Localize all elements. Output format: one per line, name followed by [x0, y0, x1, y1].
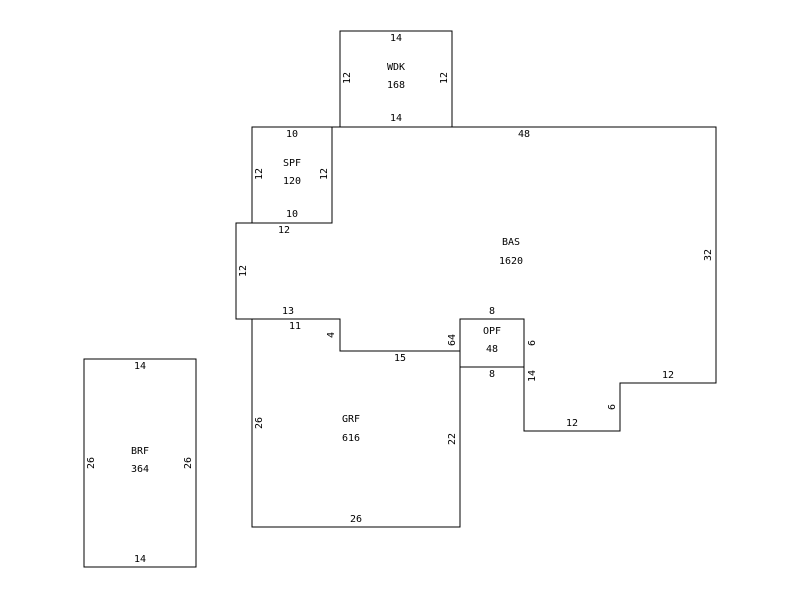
wdk-dim-top: 14: [390, 33, 402, 44]
spf-dim-right: 12: [319, 168, 330, 180]
bas-dim-notch-6: 6: [527, 340, 538, 346]
bas-dim-left-bottom: 13: [282, 306, 294, 317]
grf-code: GRF: [342, 414, 360, 425]
brf-dim-top: 14: [134, 361, 146, 372]
grf-dim-right: 22: [447, 433, 458, 445]
spf-dim-top: 10: [286, 129, 298, 140]
wdk-dim-bottom: 14: [390, 113, 402, 124]
opf-sqft: 48: [486, 344, 498, 355]
brf-dim-left: 26: [86, 457, 97, 469]
brf-sqft: 364: [131, 464, 149, 475]
bas-dim-opf-side: 64: [447, 334, 458, 346]
bas-dim-top: 48: [518, 129, 530, 140]
bas-dim-right: 32: [703, 249, 714, 261]
grf-dim-notch: 4: [326, 332, 337, 338]
spf-sqft: 120: [283, 176, 301, 187]
bas-dim-step-bottom: 12: [566, 418, 578, 429]
bas-dim-notch-14: 14: [527, 370, 538, 382]
bas-dim-step-riser: 6: [607, 404, 618, 410]
wdk-dim-left: 12: [342, 72, 353, 84]
spf-dim-left: 12: [254, 168, 265, 180]
area-grf: GRF 616 11 4 15 26 22 26: [251, 318, 461, 528]
area-opf: OPF 48 8 8: [459, 306, 525, 380]
opf-dim-top: 8: [489, 306, 495, 317]
area-brf: BRF 364 14 14 26 26: [83, 358, 197, 568]
bas-sqft: 1620: [499, 256, 523, 267]
bas-outline: [235, 126, 717, 432]
wdk-sqft: 168: [387, 80, 405, 91]
grf-dim-top: 11: [289, 321, 301, 332]
grf-outline: [251, 318, 461, 528]
area-wdk: WDK 168 14 14 12 12: [339, 30, 453, 128]
bas-dim-left-side: 12: [238, 265, 249, 277]
brf-dim-bottom: 14: [134, 554, 146, 565]
opf-code: OPF: [483, 326, 501, 337]
area-bas: BAS 1620 48 32 12 6 12 14 6 12 12 13 64: [235, 126, 717, 432]
brf-code: BRF: [131, 446, 149, 457]
wdk-dim-right: 12: [439, 72, 450, 84]
brf-outline: [83, 358, 197, 568]
grf-dim-notch-bottom: 15: [394, 353, 406, 364]
grf-dim-bottom: 26: [350, 514, 362, 525]
grf-sqft: 616: [342, 433, 360, 444]
bas-code: BAS: [502, 237, 520, 248]
bas-dim-left-top: 12: [278, 225, 290, 236]
bas-dim-step-top: 12: [662, 370, 674, 381]
spf-dim-bottom: 10: [286, 209, 298, 220]
opf-dim-bottom: 8: [489, 369, 495, 380]
wdk-code: WDK: [387, 62, 405, 73]
area-spf: SPF 120 10 10 12 12: [251, 126, 333, 224]
grf-dim-left: 26: [254, 417, 265, 429]
brf-dim-right: 26: [183, 457, 194, 469]
spf-code: SPF: [283, 158, 301, 169]
